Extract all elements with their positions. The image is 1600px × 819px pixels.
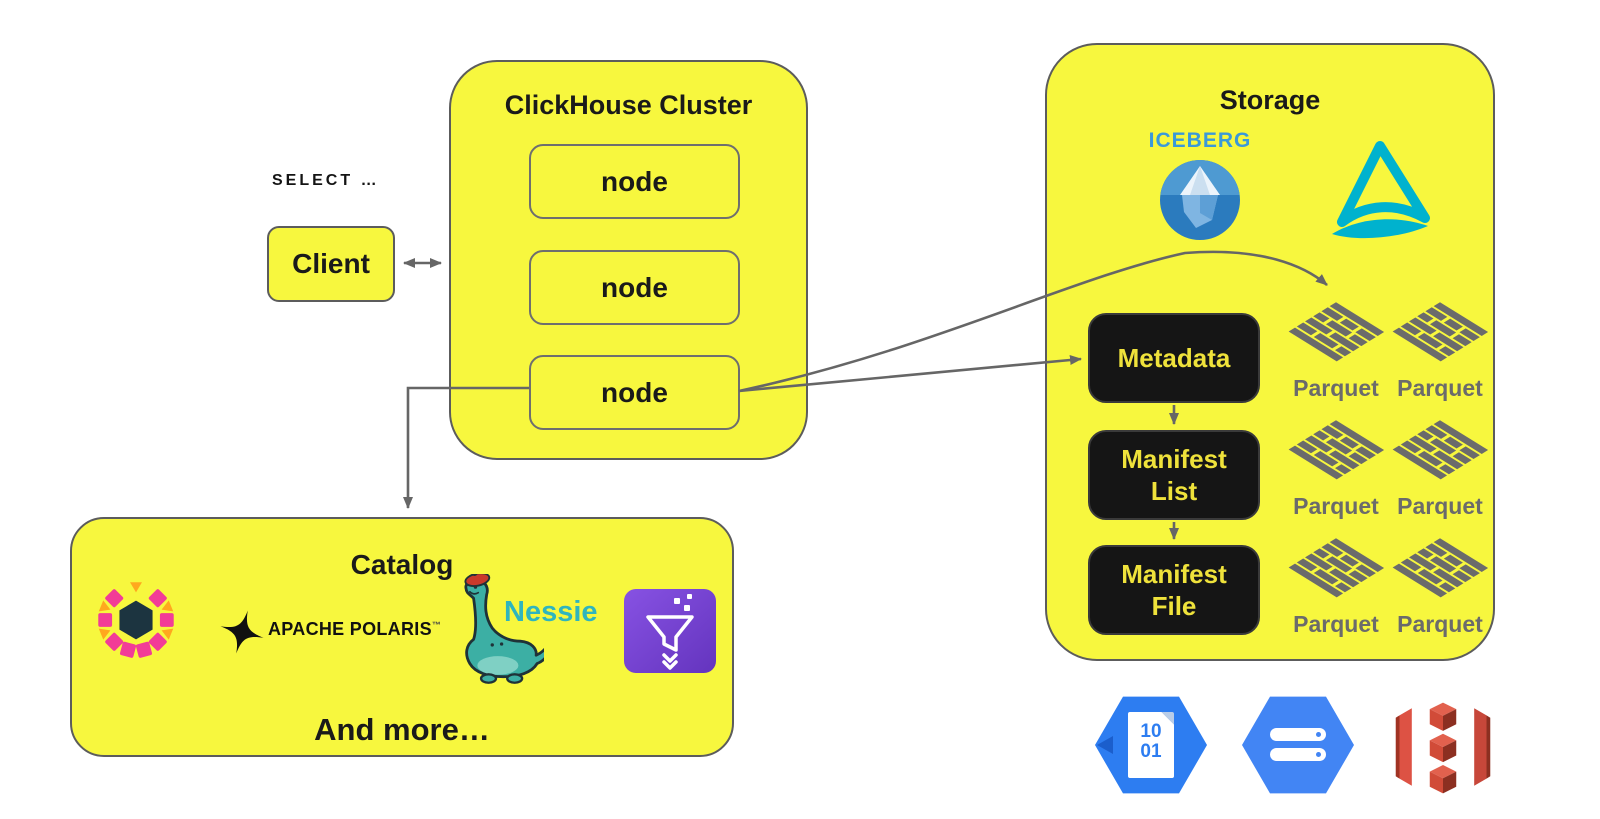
select-query-label: SELECT … [272, 172, 380, 189]
manifest-file-label: Manifest File [1121, 558, 1227, 622]
gcs-dot [1316, 752, 1321, 757]
catalog-box: Catalog And more… [70, 517, 734, 757]
clickhouse-cluster-box: ClickHouse Cluster node node node [449, 60, 808, 460]
nessie-dinosaur-icon [464, 574, 544, 684]
parquet-file: Parquet [1390, 528, 1490, 638]
apache-polaris-text: APACHE POLARIS [268, 619, 432, 639]
parquet-label: Parquet [1397, 375, 1483, 401]
parquet-label: Parquet [1397, 611, 1483, 637]
parquet-file: Parquet [1390, 410, 1490, 520]
gcs-bar [1270, 748, 1326, 761]
iceberg-globe-icon [1160, 160, 1240, 240]
adls-document: 10 01 [1128, 712, 1174, 778]
parquet-icon [1390, 410, 1490, 490]
delta-lake-icon [1332, 141, 1430, 239]
and-more-label: And more… [314, 712, 490, 747]
aws-glue-icon [624, 589, 716, 673]
client-box: Client [267, 226, 395, 302]
metadata-label: Metadata [1117, 342, 1231, 373]
iceberg-wordmark: ICEBERG [1148, 129, 1252, 152]
parquet-icon [1286, 528, 1386, 608]
nessie-wordmark: Nessie [504, 596, 598, 628]
metadata-box: Metadata [1088, 313, 1260, 403]
apache-polaris-wordmark: APACHE POLARIS™ [268, 619, 441, 640]
adls-notch [1097, 736, 1113, 754]
parquet-file: Parquet [1286, 292, 1386, 402]
parquet-file: Parquet [1286, 410, 1386, 520]
cluster-node: node [529, 355, 740, 430]
parquet-file: Parquet [1390, 292, 1490, 402]
parquet-file: Parquet [1286, 528, 1386, 638]
azure-data-lake-storage-icon: 10 01 [1095, 696, 1207, 794]
manifest-list-box: Manifest List [1088, 430, 1260, 520]
cluster-node: node [529, 250, 740, 325]
catalog-title: Catalog [350, 549, 454, 580]
parquet-icon [1286, 410, 1386, 490]
amazon-s3-icon [1395, 702, 1491, 794]
cluster-node: node [529, 144, 740, 219]
parquet-label: Parquet [1397, 493, 1483, 519]
trademark-symbol: ™ [431, 620, 442, 630]
parquet-icon [1390, 292, 1490, 372]
parquet-icon [1390, 528, 1490, 608]
gcs-dot [1316, 732, 1321, 737]
parquet-icon [1286, 292, 1386, 372]
parquet-label: Parquet [1293, 611, 1379, 637]
client-label: Client [292, 248, 370, 279]
manifest-file-box: Manifest File [1088, 545, 1260, 635]
adls-binary-text: 10 01 [1140, 721, 1162, 762]
manifest-list-label: Manifest List [1121, 443, 1227, 507]
parquet-label: Parquet [1293, 493, 1379, 519]
parquet-label: Parquet [1293, 375, 1379, 401]
gcs-bar [1270, 728, 1326, 741]
node-label: node [601, 271, 668, 303]
node-label: node [601, 376, 668, 408]
storage-title: Storage [1219, 85, 1321, 115]
cluster-title: ClickHouse Cluster [504, 90, 753, 120]
google-cloud-storage-icon [1242, 696, 1354, 794]
apache-polaris-star-icon [220, 610, 264, 654]
unity-catalog-icon [98, 582, 174, 658]
node-label: node [601, 165, 668, 197]
